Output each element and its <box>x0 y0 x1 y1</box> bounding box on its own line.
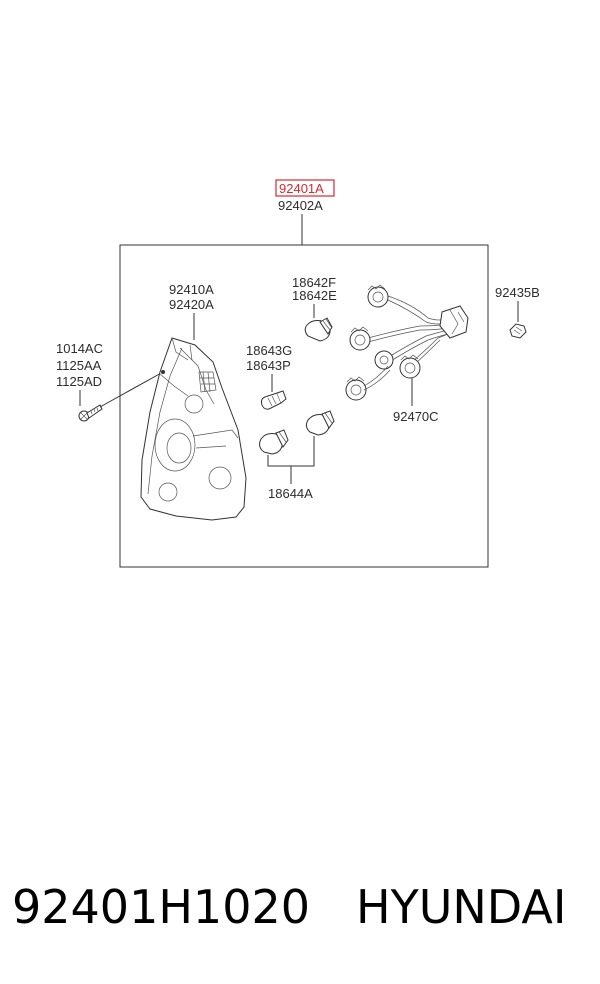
tail-lamp-lens-icon[interactable] <box>140 337 247 521</box>
part-label-1125AD[interactable]: 1125AD <box>56 374 102 389</box>
assembly-callout[interactable]: 92401A 92402A <box>275 179 335 245</box>
part-label-1125AA[interactable]: 1125AA <box>56 358 102 373</box>
wiring-harness-icon[interactable] <box>345 284 469 401</box>
part-label-92410A[interactable]: 92410A <box>169 282 214 297</box>
part-label-18643G[interactable]: 18643G <box>246 343 292 358</box>
bulb-bottom-left-icon[interactable] <box>259 429 289 455</box>
part-label-18644A[interactable]: 18644A <box>268 486 313 501</box>
bulbs-bottom-leader-line <box>267 436 315 484</box>
part-label-18643P[interactable]: 18643P <box>246 358 291 373</box>
part-label-92470C[interactable]: 92470C <box>393 409 439 424</box>
assembly-frame <box>119 244 489 568</box>
bulb-top-icon[interactable] <box>304 317 333 342</box>
bulb-bottom-right-icon[interactable] <box>305 410 335 436</box>
highlight-box <box>275 179 335 197</box>
footer-part-number: 92401H1020 <box>12 880 310 934</box>
screw-to-housing-line <box>99 371 164 408</box>
part-label-18642F[interactable]: 18642F <box>292 275 336 290</box>
footer-caption: 92401H1020 HYUNDAI <box>0 880 600 940</box>
part-label-1014AC[interactable]: 1014AC <box>56 341 103 356</box>
footer-brand: HYUNDAI <box>356 880 567 934</box>
part-label-92435B[interactable]: 92435B <box>495 285 540 300</box>
part-label-92420A[interactable]: 92420A <box>169 297 214 312</box>
screw-icon[interactable] <box>78 404 103 422</box>
part-label-18642E[interactable]: 18642E <box>292 288 337 303</box>
part-label-92402A[interactable]: 92402A <box>278 198 323 213</box>
clip-icon[interactable] <box>509 323 527 339</box>
bulb-small-icon[interactable] <box>260 390 287 410</box>
part-label-92401A[interactable]: 92401A <box>279 181 324 196</box>
